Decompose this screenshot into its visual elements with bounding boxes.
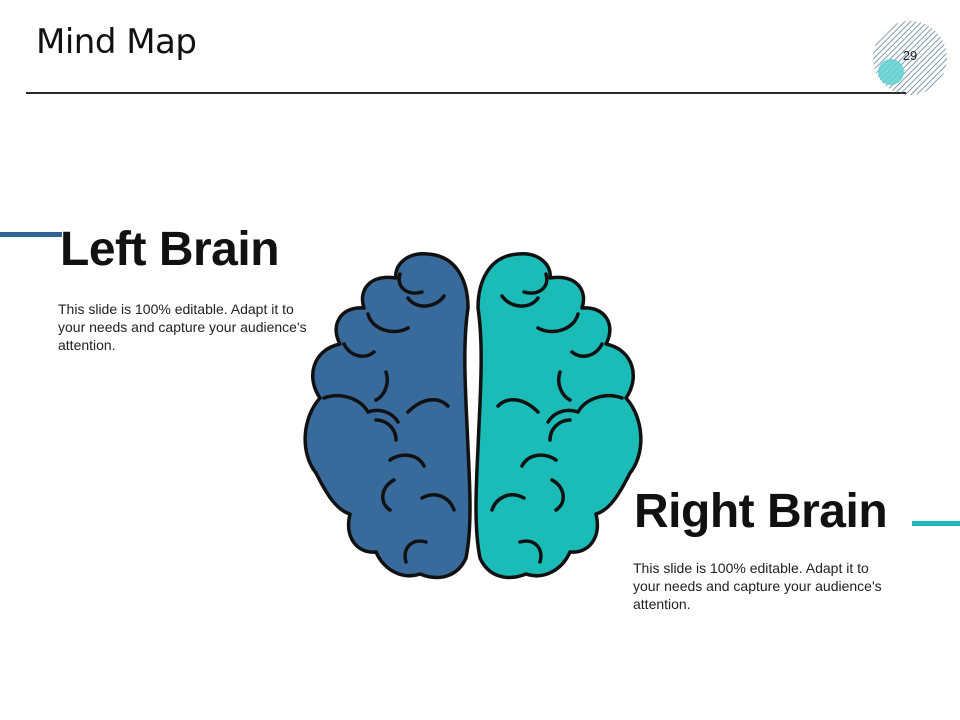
page-badge-icon	[873, 21, 947, 95]
right-brain-heading: Right Brain	[634, 485, 888, 538]
right-accent-bar	[912, 521, 960, 526]
brain-left-hemisphere-icon	[303, 252, 472, 580]
left-accent-bar	[0, 232, 62, 237]
page-title: Mind Map	[36, 22, 197, 62]
right-brain-description: This slide is 100% editable. Adapt it to…	[633, 560, 882, 612]
left-brain-description: This slide is 100% editable. Adapt it to…	[58, 301, 307, 353]
brain-right-hemisphere-icon	[474, 252, 643, 580]
left-brain-heading: Left Brain	[60, 223, 280, 276]
page-number: 29	[902, 48, 918, 63]
brain-illustration	[303, 252, 643, 580]
title-divider	[26, 92, 906, 94]
